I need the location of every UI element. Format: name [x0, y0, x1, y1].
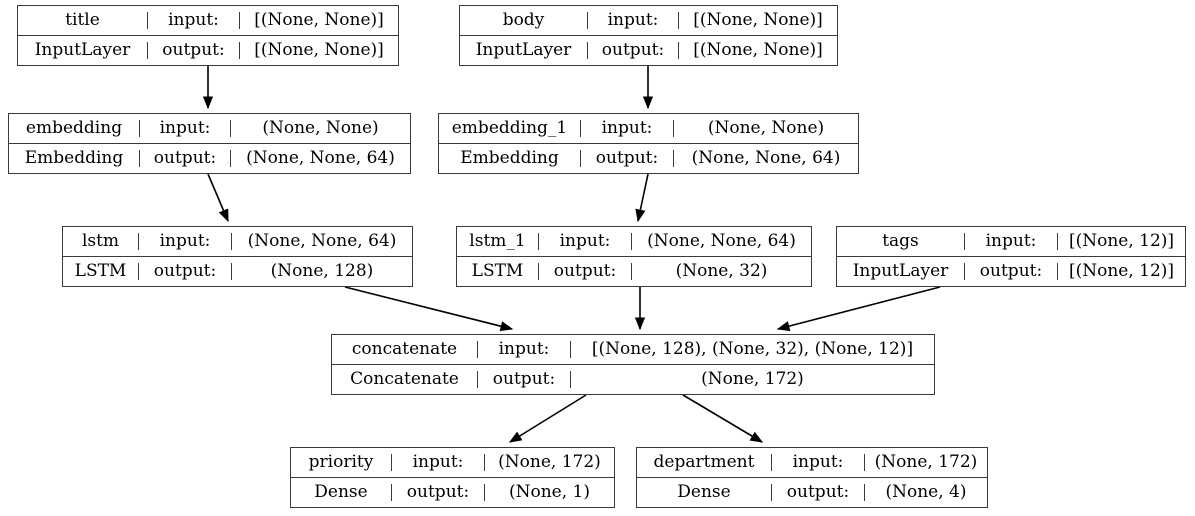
node-layer-name: embedding: [9, 119, 140, 137]
node-output-shape: [(None, None)]: [254, 41, 384, 59]
node-input-label: input:: [588, 11, 679, 29]
node-input-shape: [(None, 128), (None, 32), (None, 12)]: [591, 340, 914, 358]
node-class-name: Embedding: [9, 149, 140, 167]
node-input-shape: [(None, None)]: [693, 11, 823, 29]
node-class-name: Dense: [291, 483, 392, 501]
node-class-name: InputLayer: [460, 41, 588, 59]
node-output-shape: (None, None, 64): [691, 149, 841, 167]
node-input-label: input:: [772, 453, 865, 471]
edge-concatenate-to-priority: [508, 394, 587, 443]
node-output-label: output:: [539, 262, 632, 280]
node-output-label: output:: [581, 149, 674, 167]
node-layer-name: concatenate: [332, 340, 478, 358]
node-input-shape: [(None, 12)]: [1068, 232, 1175, 250]
node-class-name: Embedding: [439, 149, 581, 167]
edge-embedding_1-to-lstm_1: [635, 173, 649, 223]
node-input-shape: [(None, None)]: [254, 11, 384, 29]
node-input-label: input:: [392, 453, 485, 471]
node-output-shape: (None, 1): [508, 483, 590, 501]
node-layer-name: department: [637, 453, 772, 471]
node-input-shape: (None, None, 64): [247, 232, 397, 250]
edge-concatenate-to-department: [682, 394, 764, 443]
node-input-shape: (None, 172): [874, 453, 978, 471]
edge-embedding-to-lstm: [207, 173, 229, 223]
node-layer-name: tags: [837, 232, 965, 250]
node-input-label: input:: [539, 232, 632, 250]
node-class-name: Concatenate: [332, 370, 478, 388]
node-input-shape: (None, 172): [498, 453, 601, 471]
node-layer-name: lstm: [63, 232, 139, 250]
node-layer-name: priority: [291, 453, 392, 471]
node-layer-name: embedding_1: [439, 119, 581, 137]
node-output-shape: [(None, None)]: [693, 41, 823, 59]
node-output-shape: (None, 172): [701, 370, 804, 388]
node-output-label: output:: [965, 262, 1058, 280]
node-output-label: output:: [148, 41, 240, 59]
node-layer-name: lstm_1: [457, 232, 539, 250]
node-class-name: LSTM: [63, 262, 139, 280]
node-output-label: output:: [772, 483, 865, 501]
node-class-name: LSTM: [457, 262, 539, 280]
node-output-label: output:: [478, 370, 571, 388]
node-output-shape: (None, None, 64): [246, 149, 395, 167]
node-output-shape: (None, 128): [270, 262, 374, 280]
node-output-label: output:: [140, 149, 231, 167]
edge-tags-to-concatenate: [776, 286, 941, 332]
node-output-label: output:: [392, 483, 485, 501]
node-input-shape: (None, None, 64): [647, 232, 796, 250]
node-input-label: input:: [140, 119, 231, 137]
node-class-name: InputLayer: [837, 262, 965, 280]
node-input-label: input:: [581, 119, 674, 137]
node-layer-name: title: [18, 11, 148, 29]
node-class-name: InputLayer: [18, 41, 148, 59]
node-output-shape: (None, 4): [885, 483, 967, 501]
edge-lstm-to-concatenate: [344, 286, 514, 332]
node-layer-name: body: [460, 11, 588, 29]
node-output-label: output:: [139, 262, 232, 280]
node-output-shape: (None, 32): [675, 262, 768, 280]
node-input-shape: (None, None): [707, 119, 825, 137]
node-input-label: input:: [965, 232, 1058, 250]
node-output-shape: [(None, 12)]: [1068, 262, 1175, 280]
node-input-label: input:: [148, 11, 240, 29]
node-class-name: Dense: [637, 483, 772, 501]
node-input-shape: (None, None): [262, 119, 379, 137]
node-input-label: input:: [478, 340, 571, 358]
node-input-label: input:: [139, 232, 232, 250]
node-output-label: output:: [588, 41, 679, 59]
